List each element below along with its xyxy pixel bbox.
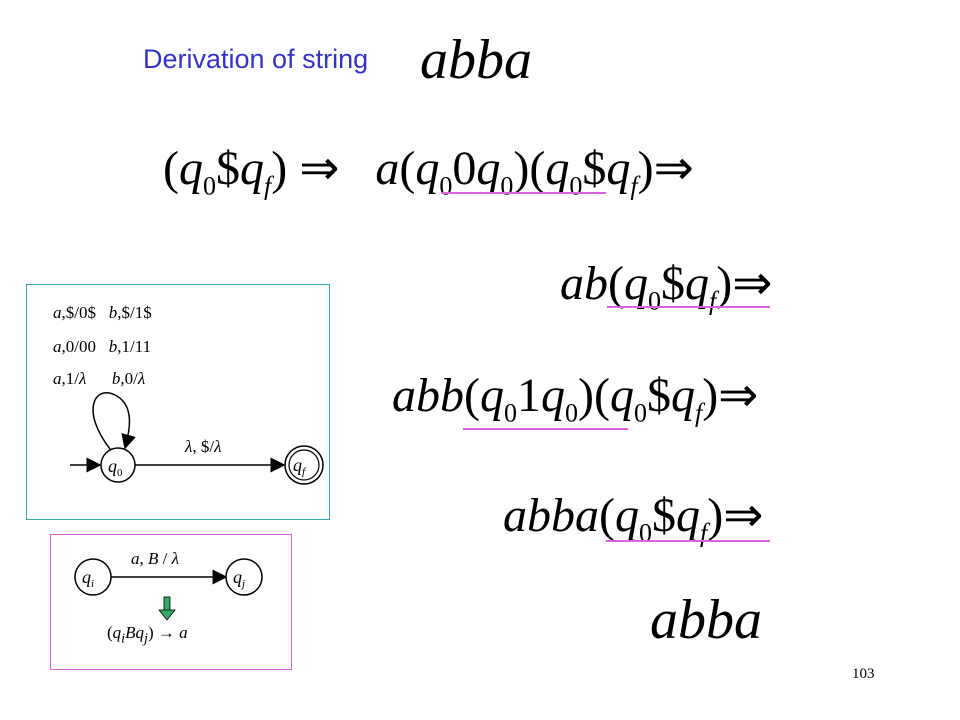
pda-state-qf-inner xyxy=(288,449,320,481)
rule-state-qj xyxy=(225,558,263,596)
pda-diagram-box: a,$/0$ b,$/1$ a,0/00 b,1/11 a,1/λ b,0/λ … xyxy=(26,284,330,520)
underline-step-4 xyxy=(606,540,770,542)
page-number: 103 xyxy=(852,666,875,682)
pda-self-loop xyxy=(92,392,136,450)
derivation-step-2: ab(q0$qf)⇒ xyxy=(560,257,773,316)
derivation-step-3: abb(q01q0)(q0$qf)⇒ xyxy=(392,369,759,428)
pda-edge-label: λ, $/λ xyxy=(185,437,222,456)
underline-step-2 xyxy=(607,306,770,308)
pda-state-qf xyxy=(284,445,324,485)
rule-diagram-box: a, B / λ (qiBqj) → a xyxy=(50,534,292,670)
rule-edge-label: a, B / λ xyxy=(131,549,179,568)
derivation-step-1: (q0$qf) ⇒ a(q00q0)(q0$qf)⇒ xyxy=(163,142,694,201)
underline-step-3 xyxy=(463,428,628,430)
derivation-step-4: abba(q0$qf)⇒ xyxy=(503,489,764,548)
pda-transition-1: a,$/0$ b,$/1$ xyxy=(53,303,152,322)
title-string: abba xyxy=(420,29,532,91)
down-arrow-icon xyxy=(158,596,176,621)
pda-transition-3: a,1/λ b,0/λ xyxy=(53,369,146,388)
rule-production: (qiBqj) → a xyxy=(107,623,188,647)
pda-transition-2: a,0/00 b,1/11 xyxy=(53,337,152,356)
slide-title: Derivation of string xyxy=(143,44,369,74)
derivation-result: abba xyxy=(650,589,762,651)
underline-step-1 xyxy=(441,192,606,194)
